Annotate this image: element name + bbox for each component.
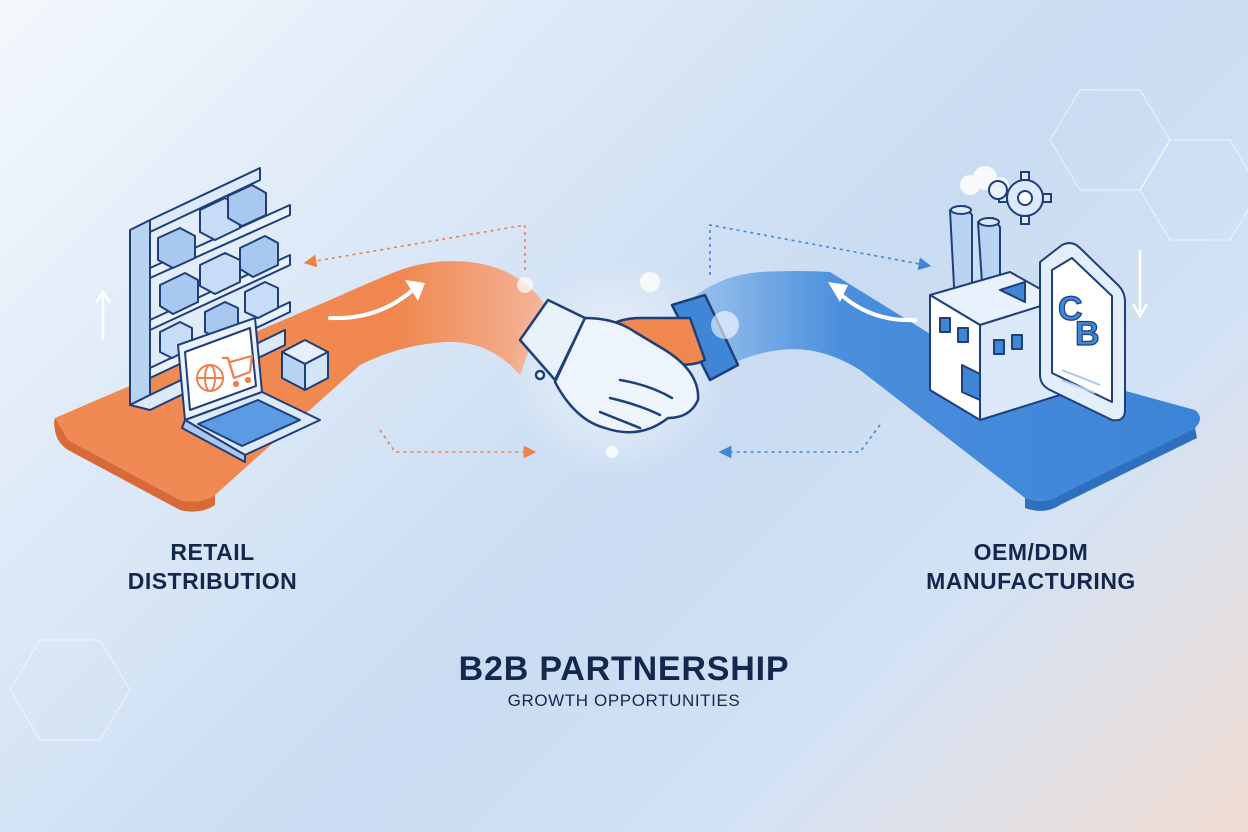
- arrow-top-left: [303, 224, 526, 270]
- retail-label-line-2: DISTRIBUTION: [127, 568, 298, 594]
- document-icon: C B: [1039, 242, 1126, 422]
- flow-arrows: [303, 224, 932, 459]
- oem-label-line-2: MANUFACTURING: [926, 568, 1136, 594]
- retail-distribution-label: RETAIL DISTRIBUTION: [95, 538, 330, 596]
- retail-label-line-1: RETAIL: [170, 539, 255, 565]
- globe-icon: [196, 364, 224, 392]
- arrow-top-right: [709, 224, 932, 275]
- arrow-bottom-left: [379, 429, 537, 459]
- hexagon-decoration: [9, 89, 1248, 741]
- gear-icon: [988, 171, 1052, 225]
- arrow-bottom-right: [718, 424, 881, 459]
- handshake-icon: [518, 293, 740, 434]
- shelf-icon: [129, 167, 291, 411]
- sparkle-decoration: [517, 272, 739, 458]
- svg-text:C: C: [1058, 290, 1083, 328]
- oem-label-line-1: OEM/DDM: [973, 539, 1089, 565]
- cart-icon: [222, 354, 254, 388]
- svg-text:B: B: [1075, 315, 1100, 353]
- box-icon: [281, 339, 329, 391]
- up-arrow-icon: [94, 289, 112, 340]
- down-arrow-icon: [1131, 250, 1149, 319]
- subtitle: GROWTH OPPORTUNITIES: [507, 691, 741, 710]
- main-title: B2B PARTNERSHIP: [458, 650, 790, 688]
- oem-manufacturing-label: OEM/DDM MANUFACTURING: [900, 538, 1162, 596]
- laptop-icon: [177, 317, 321, 463]
